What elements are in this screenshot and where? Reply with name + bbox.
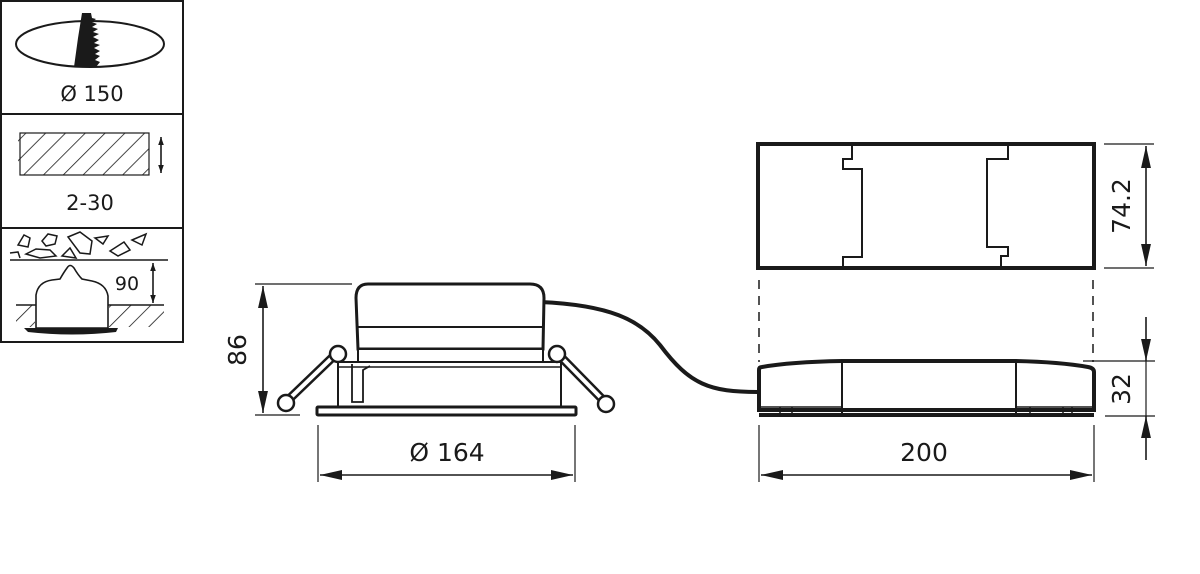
luminaire-diameter-label: Ø 164 [409, 438, 484, 467]
driver-height-label: 32 [1107, 373, 1136, 405]
driver-top-view: 74.2 [756, 142, 1154, 362]
installation-info-panel: Ø 150 2-30 [0, 0, 184, 343]
driver-width-label: 74.2 [1107, 178, 1136, 234]
cutout-diameter-label: Ø 150 [60, 82, 123, 106]
driver-length-label: 200 [900, 438, 948, 467]
driver-side-view: 32 200 [757, 317, 1155, 482]
luminaire-height-label: 86 [223, 334, 252, 366]
ceiling-thickness-label: 2-30 [66, 191, 114, 215]
installation-depth-icon [9, 231, 168, 335]
installation-depth-label: 90 [115, 273, 139, 295]
luminaire-side-view: 86 Ø 164 [223, 282, 760, 482]
ceiling-thickness-icon [18, 132, 164, 176]
ceiling-cutout-icon [15, 13, 165, 68]
